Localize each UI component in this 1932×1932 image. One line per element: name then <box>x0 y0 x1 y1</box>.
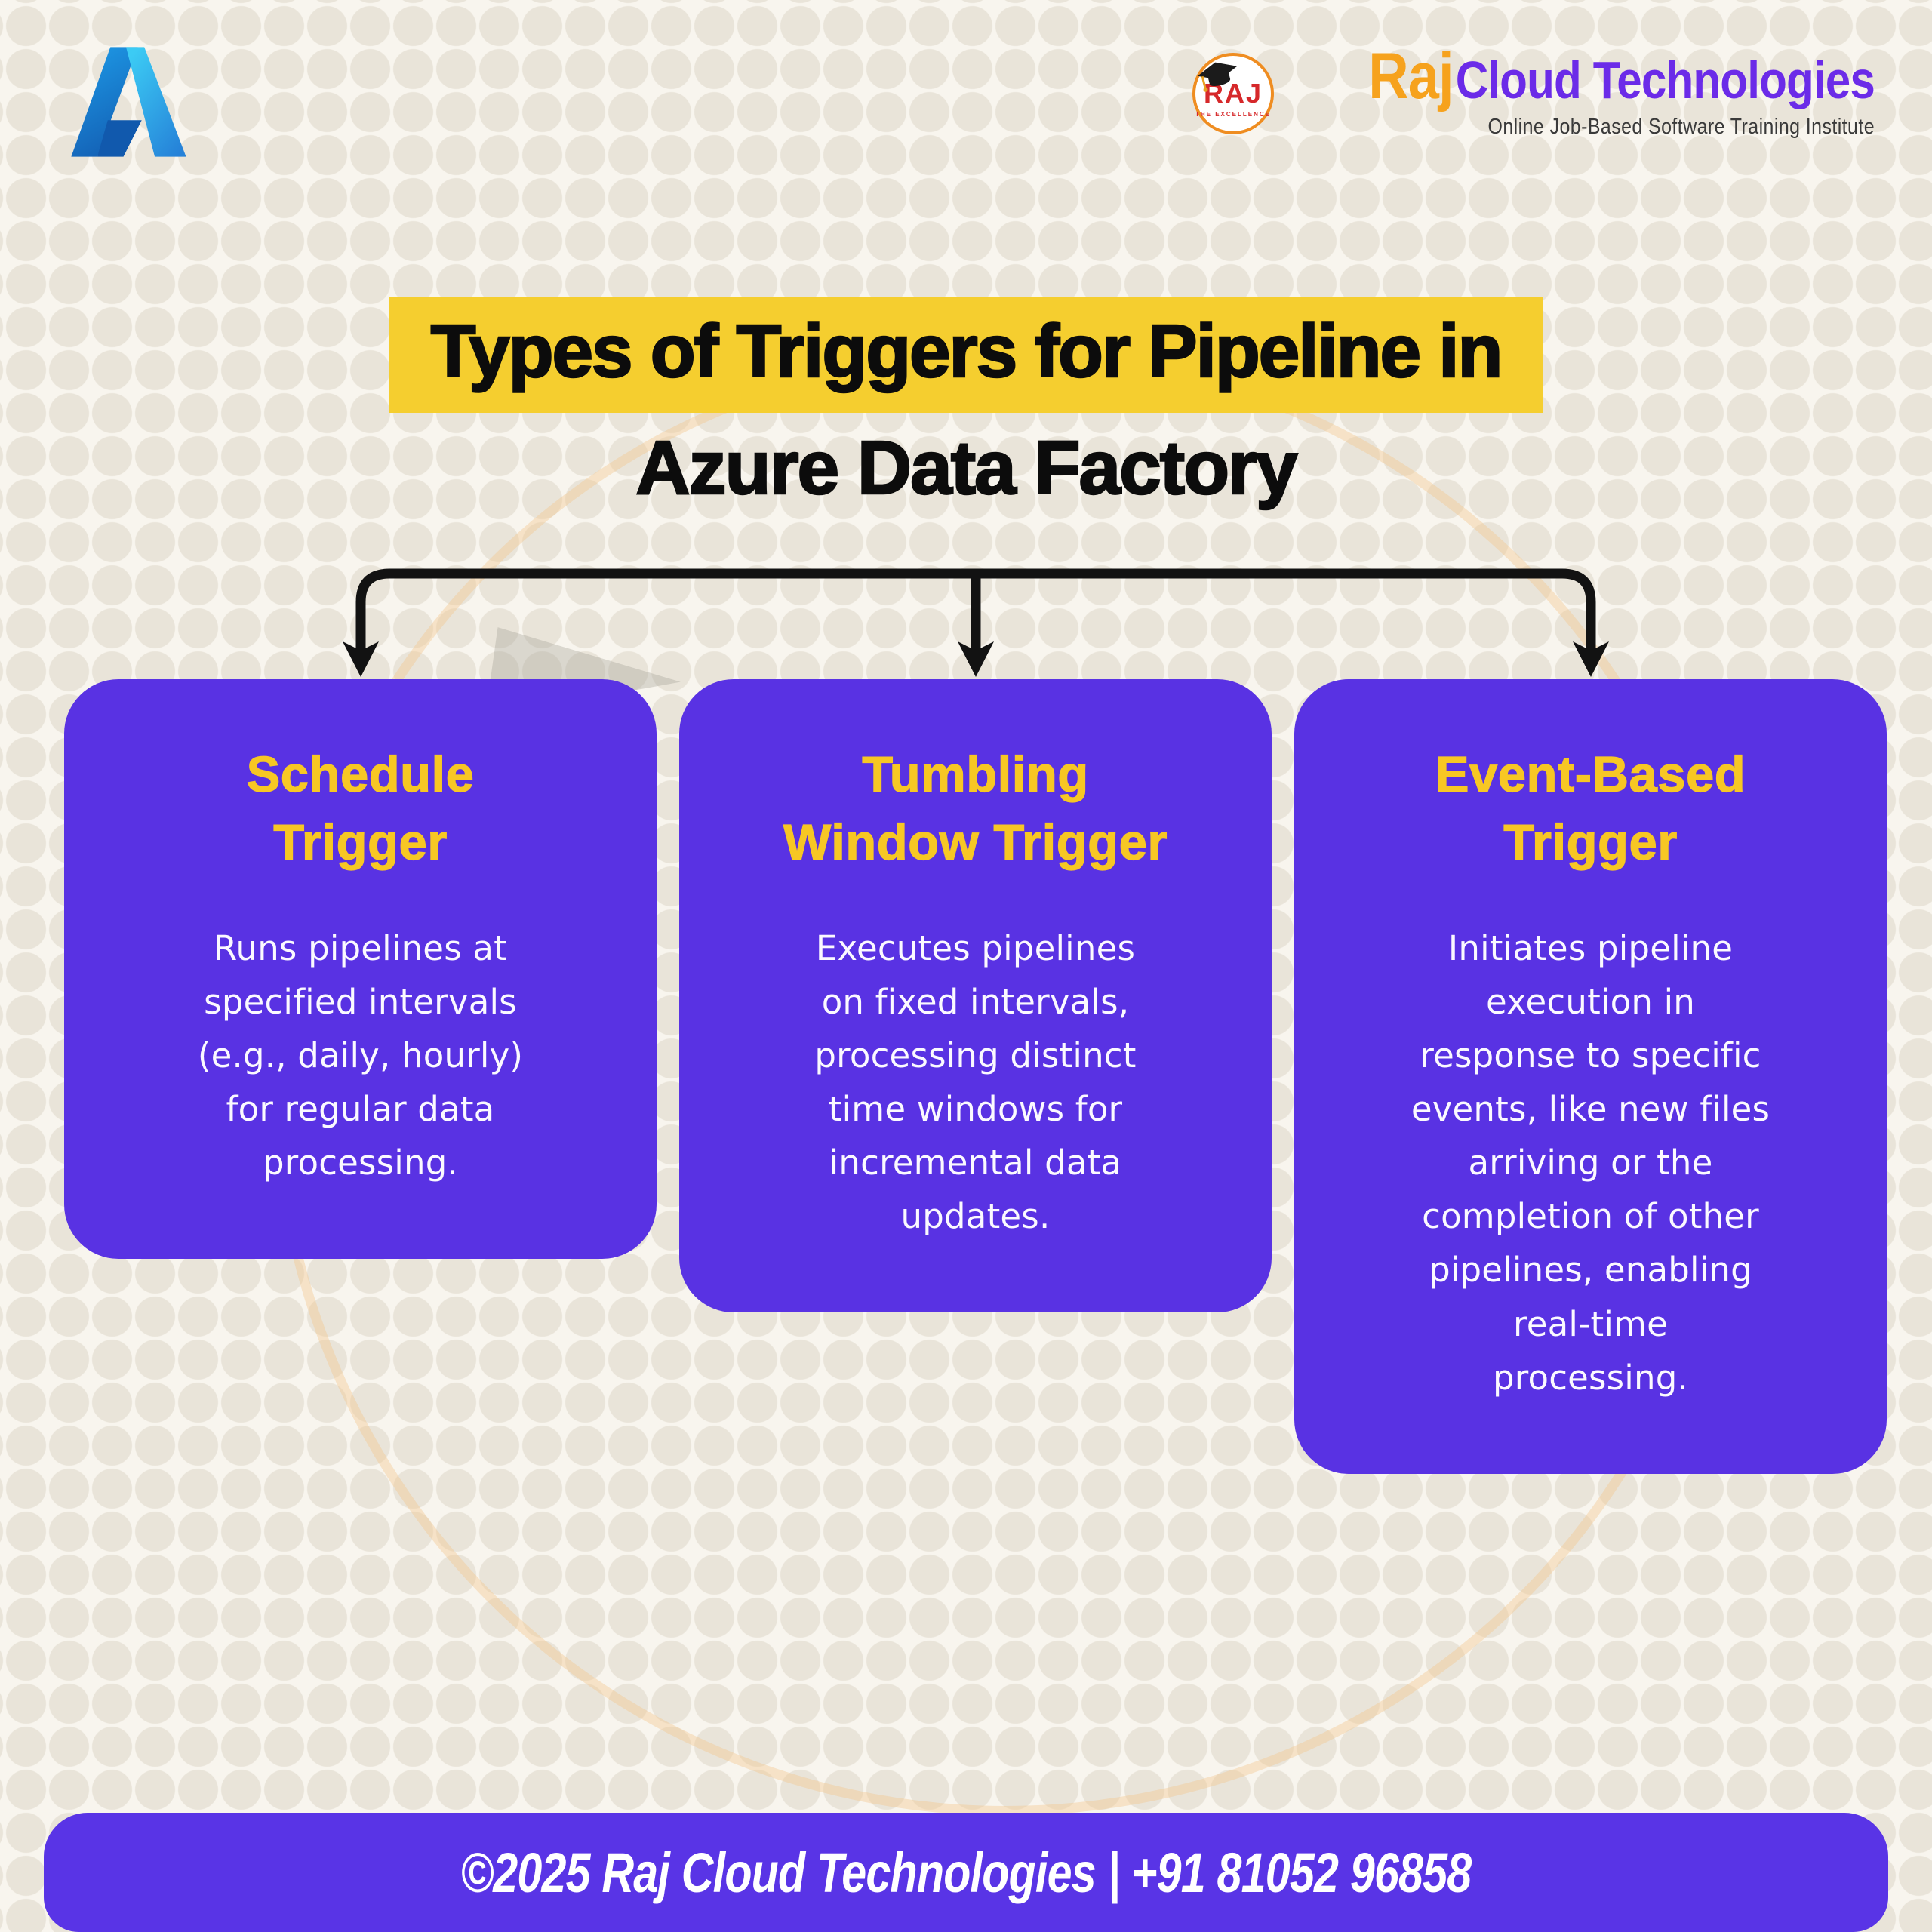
page-title-line2: Azure Data Factory <box>635 425 1299 512</box>
title-block: Types of Triggers for Pipeline in Azure … <box>0 297 1932 512</box>
card-tumbling-window-trigger: Tumbling Window Trigger Executes pipelin… <box>679 679 1272 1313</box>
card-schedule-trigger: Schedule Trigger Runs pipelines at speci… <box>64 679 657 1260</box>
card-body-tumbling-window-trigger: Executes pipelines on fixed intervals, p… <box>814 928 1137 1237</box>
trigger-cards-row: Schedule Trigger Runs pipelines at speci… <box>64 679 1887 1474</box>
brand-logo: RAJ THE EXCELLENCE Raj Cloud Technologie… <box>1192 44 1875 140</box>
card-event-based-trigger: Event-Based Trigger Initiates pipeline e… <box>1294 679 1887 1474</box>
page-title-line1: Types of Triggers for Pipeline in <box>388 297 1544 413</box>
card-title-tumbling-window-trigger: Tumbling Window Trigger <box>783 746 1168 872</box>
brand-name-raj: Raj <box>1368 40 1454 112</box>
card-body-schedule-trigger: Runs pipelines at specified intervals (e… <box>197 928 524 1183</box>
card-title-schedule-trigger: Schedule Trigger <box>246 746 475 872</box>
brand-badge: RAJ THE EXCELLENCE <box>1192 53 1274 134</box>
brand-text: Raj Cloud Technologies Online Job-Based … <box>1368 44 1875 140</box>
brand-tagline: Online Job-Based Software Training Insti… <box>1487 115 1875 139</box>
brand-name-cloud-technologies: Cloud Technologies <box>1455 51 1875 109</box>
brand-name: Raj Cloud Technologies <box>1368 44 1875 109</box>
badge-subtext: THE EXCELLENCE <box>1195 111 1272 118</box>
card-title-event-based-trigger: Event-Based Trigger <box>1435 746 1746 872</box>
card-body-event-based-trigger: Initiates pipeline execution in response… <box>1411 928 1770 1398</box>
azure-logo-icon <box>71 47 186 157</box>
footer-bar: ©2025 Raj Cloud Technologies | +91 81052… <box>44 1813 1888 1932</box>
footer-text: ©2025 Raj Cloud Technologies | +91 81052… <box>460 1841 1472 1904</box>
graduation-cap-icon <box>1197 62 1238 92</box>
